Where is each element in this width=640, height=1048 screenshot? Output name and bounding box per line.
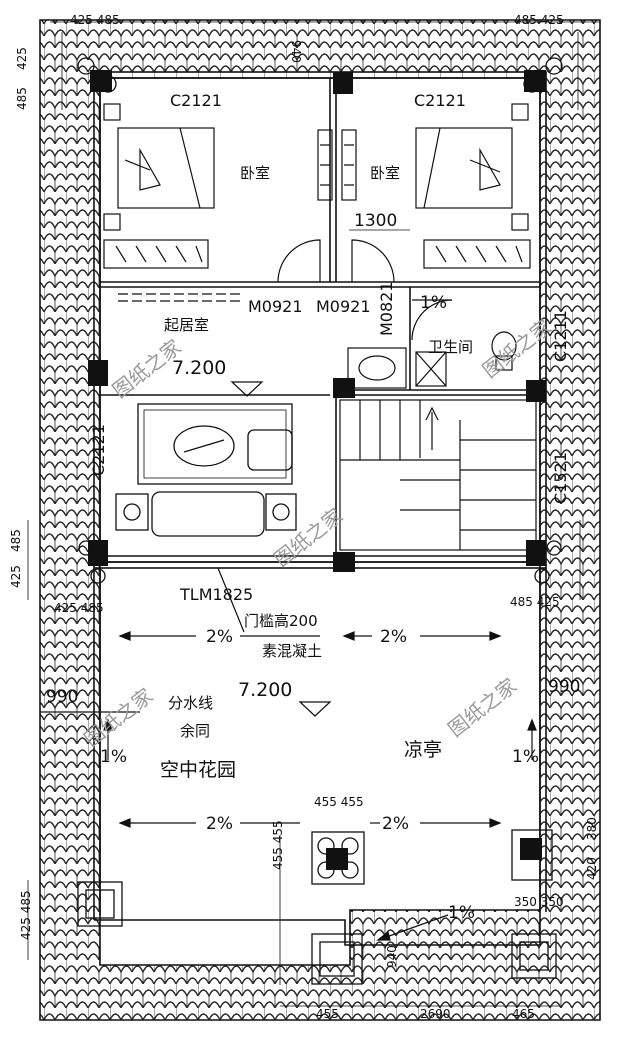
bed-icon — [117, 127, 215, 209]
dim-mid-left: 425 485 — [54, 601, 104, 615]
column-icon — [333, 72, 353, 94]
dimension-lines — [27, 21, 601, 1010]
dim-top-right: 485 425 — [514, 13, 564, 27]
door-code-terrace: TLM1825 — [179, 585, 253, 604]
lamp-icon — [511, 103, 529, 121]
dim-bottom-940: 940 — [385, 945, 399, 968]
slope-bottom: 1% — [448, 903, 475, 923]
bath-fixtures — [347, 331, 517, 389]
dim-bottom-465: 465 — [512, 1007, 535, 1021]
dim-right-stack: 350 350 — [514, 895, 564, 909]
dim-top-mid: 940 — [289, 40, 303, 63]
note-same: 余同 — [180, 722, 210, 740]
column-icon — [526, 380, 546, 402]
wardrobe-icon — [103, 239, 209, 269]
dim-pillar: 455 455 — [314, 795, 364, 809]
level-lower: 7.200 — [238, 679, 292, 701]
column-icon — [333, 552, 355, 572]
bed-icon — [415, 127, 513, 209]
dim-right-990: 990 — [548, 677, 580, 697]
slope-terrace-right-top: 2% — [380, 627, 407, 647]
coffee-table-icon — [173, 425, 235, 467]
note-threshold: 门槛高200 — [244, 612, 318, 630]
dim-right-380: 380 — [585, 817, 599, 840]
dim-left-side-425: 425 — [9, 565, 23, 588]
toilet-icon — [491, 331, 517, 361]
slope-terrace-left-top: 2% — [206, 627, 233, 647]
bed-left — [103, 103, 215, 269]
sofa-icon — [151, 491, 265, 537]
doors — [277, 239, 453, 341]
slope-terrace-right-bottom: 2% — [382, 814, 409, 834]
dim-right-420: 420 — [585, 857, 599, 880]
room-living: 起居室 — [164, 316, 209, 334]
dim-bottom-left: 455 — [316, 1007, 339, 1021]
column-icon — [333, 378, 355, 398]
slope-terrace-left-bottom: 2% — [206, 814, 233, 834]
room-bedroom-right: 卧室 — [370, 164, 400, 182]
lamp-icon — [272, 503, 290, 521]
armchair-icon — [247, 429, 293, 471]
dim-left-bottom: 425 485 — [19, 890, 33, 940]
column-icon — [526, 540, 546, 566]
lamp-icon — [103, 213, 121, 231]
bed-right — [415, 103, 531, 269]
sink-icon — [347, 347, 407, 389]
shower-icon — [415, 351, 447, 387]
dim-pillar-v: 455 455 — [271, 820, 285, 870]
stairs-icon — [339, 399, 537, 551]
lamp-icon — [103, 103, 121, 121]
window-code-left: C2121 — [170, 91, 222, 110]
window-code-living: C2121 — [89, 424, 108, 476]
slope-bath: 1% — [420, 293, 447, 313]
door-code-left: M0921 — [248, 297, 303, 316]
dim-left-side-485: 485 — [9, 529, 23, 552]
room-bedroom-left: 卧室 — [240, 164, 270, 182]
corner-ornaments — [77, 57, 563, 584]
lamp-icon — [123, 503, 141, 521]
dim-corridor: 1300 — [354, 211, 397, 231]
dim-bottom-2690: 2690 — [420, 1007, 451, 1021]
stairs — [339, 399, 537, 551]
door-code-bath: M0821 — [377, 281, 396, 336]
labels: C2121 C2121 卧室 卧室 1300 M0921 M0921 M0821… — [9, 13, 599, 1021]
window-code-bath: C1211 — [551, 310, 570, 362]
level-upper: 7.200 — [172, 357, 226, 379]
dim-left-485: 485 — [15, 87, 29, 110]
window-code-stair: C1521 — [551, 452, 570, 504]
wardrobe-icon — [423, 239, 531, 269]
dim-top-left: 425 485 — [70, 13, 120, 27]
watermark: 图纸之家 — [443, 673, 521, 741]
door-code-right: M0921 — [316, 297, 371, 316]
watermarks: 图纸之家 图纸之家 图纸之家 图纸之家 图纸之家 — [79, 315, 555, 752]
dim-left-990: 990 — [46, 687, 78, 707]
column-icon — [524, 70, 546, 92]
window-code-right: C2121 — [414, 91, 466, 110]
slope-arrows — [40, 381, 537, 941]
column-icon — [88, 360, 108, 386]
terrace-pillars — [77, 829, 557, 985]
room-garden: 空中花园 — [160, 759, 236, 781]
walls — [93, 71, 547, 946]
dim-mid-right: 485 425 — [510, 595, 560, 609]
closets-middle — [317, 129, 357, 201]
dim-left-425: 425 — [15, 47, 29, 70]
room-pavilion: 凉亭 — [404, 739, 442, 761]
note-divide: 分水线 — [168, 694, 213, 712]
note-concrete: 素混凝土 — [262, 642, 322, 660]
slope-left-side: 1% — [100, 747, 127, 767]
slope-right-side: 1% — [512, 747, 539, 767]
lamp-icon — [511, 213, 529, 231]
living-furniture — [115, 293, 297, 537]
room-bath: 卫生间 — [428, 338, 473, 356]
column-icon — [520, 838, 542, 860]
